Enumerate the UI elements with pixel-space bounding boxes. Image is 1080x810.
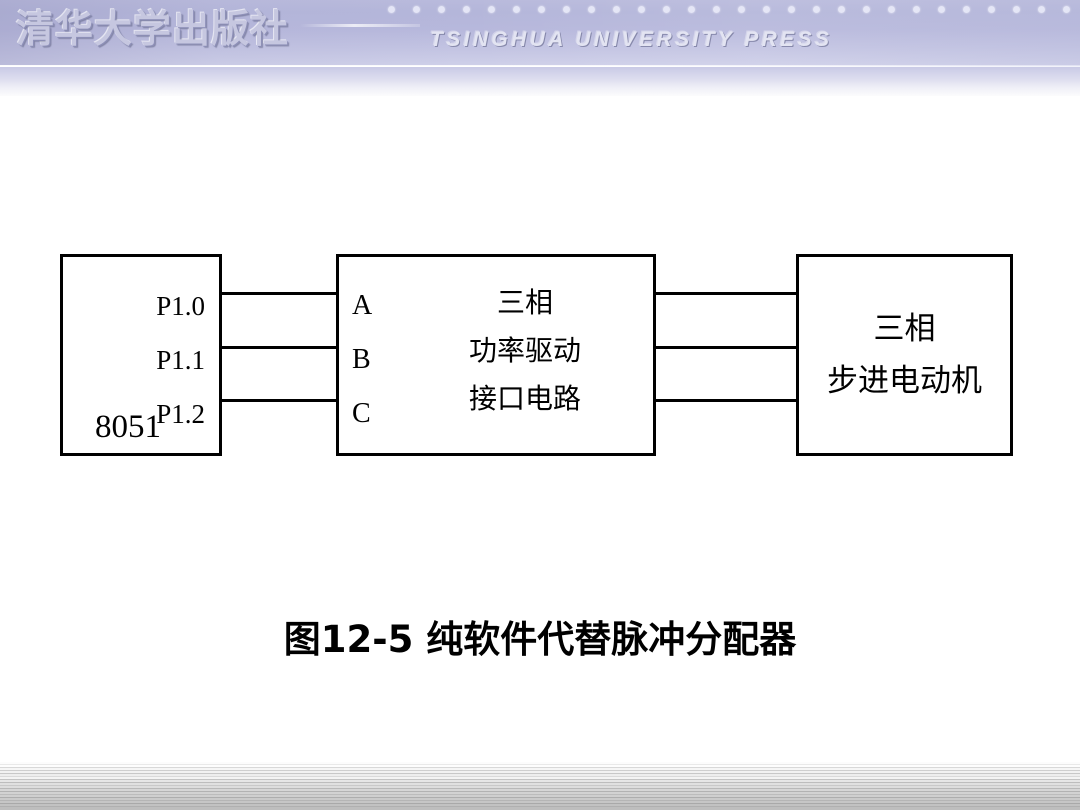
motor-label-line: 三相 <box>873 311 936 347</box>
footer-stripe <box>0 762 1080 764</box>
footer-stripe <box>0 773 1080 774</box>
footer-stripe <box>0 770 1080 771</box>
footer-stripe <box>0 797 1080 798</box>
mcu-pin-label: P1.0 <box>156 291 205 321</box>
node-power-driver-circuit: A B C 三相 功率驱动 接口电路 <box>336 254 656 456</box>
driver-terminal-label: C <box>352 398 371 429</box>
wire-p10-to-a <box>221 292 338 295</box>
footer-stripe <box>0 801 1080 803</box>
footer-stripe <box>0 783 1080 785</box>
footer-stripe <box>0 779 1080 780</box>
footer-stripe <box>0 785 1080 786</box>
mcu-pin-label: P1.2 <box>156 399 205 429</box>
driver-label-line: 三相 <box>496 286 553 319</box>
footer-stripe <box>0 765 1080 767</box>
mcu-chip-name: 8051 <box>95 409 161 445</box>
footer-stripe <box>0 767 1080 768</box>
footer-stripe <box>0 788 1080 789</box>
footer-stripe <box>0 777 1080 779</box>
mcu-pin-label: P1.1 <box>156 345 205 375</box>
footer-stripe <box>0 804 1080 806</box>
footer-stripe <box>0 798 1080 800</box>
motor-label-line: 步进电动机 <box>827 363 982 399</box>
footer-stripe <box>0 780 1080 782</box>
driver-terminal-list: A B C <box>352 279 392 441</box>
footer-stripe <box>0 807 1080 810</box>
header-hairline-divider <box>0 65 1080 67</box>
footer-stripe <box>0 771 1080 773</box>
wire-driver-to-motor-1 <box>655 292 798 295</box>
footer-stripe <box>0 776 1080 777</box>
footer-stripe <box>0 782 1080 783</box>
publisher-logo-english: TSINGHUA UNIVERSITY PRESS <box>430 28 833 51</box>
footer-stripe <box>0 774 1080 776</box>
footer-stripe <box>0 806 1080 807</box>
footer-stripe <box>0 795 1080 797</box>
driver-terminal-label: B <box>352 344 371 375</box>
motor-label-block: 三相 步进电动机 <box>799 257 1010 453</box>
figure-caption: 图12-5 纯软件代替脉冲分配器 <box>283 618 797 661</box>
node-stepper-motor: 三相 步进电动机 <box>796 254 1013 456</box>
wire-p11-to-b <box>221 346 338 349</box>
footer-stripe <box>0 764 1080 765</box>
footer-stripe <box>0 792 1080 794</box>
footer-stripe <box>0 768 1080 770</box>
driver-label-line: 功率驱动 <box>468 334 581 367</box>
page-footer-stripes <box>0 762 1080 810</box>
footer-stripe <box>0 789 1080 791</box>
header-fade-to-white <box>0 67 1080 96</box>
footer-stripe <box>0 794 1080 795</box>
wire-driver-to-motor-2 <box>655 346 798 349</box>
node-mcu-8051: P1.0 P1.1 P1.2 8051 <box>60 254 222 456</box>
footer-stripe <box>0 791 1080 792</box>
footer-stripe <box>0 800 1080 801</box>
driver-label-line: 接口电路 <box>468 382 581 415</box>
mcu-pin-list: P1.0 P1.1 P1.2 <box>105 279 205 441</box>
header-accent-rule <box>300 24 420 27</box>
footer-stripe <box>0 803 1080 804</box>
publisher-logo-chinese: 清华大学出版社 <box>16 9 290 51</box>
driver-label-block: 三相 功率驱动 接口电路 <box>339 253 653 449</box>
wire-p12-to-c <box>221 399 338 402</box>
driver-terminal-label: A <box>352 290 373 321</box>
wire-driver-to-motor-3 <box>655 399 798 402</box>
footer-stripe <box>0 786 1080 788</box>
